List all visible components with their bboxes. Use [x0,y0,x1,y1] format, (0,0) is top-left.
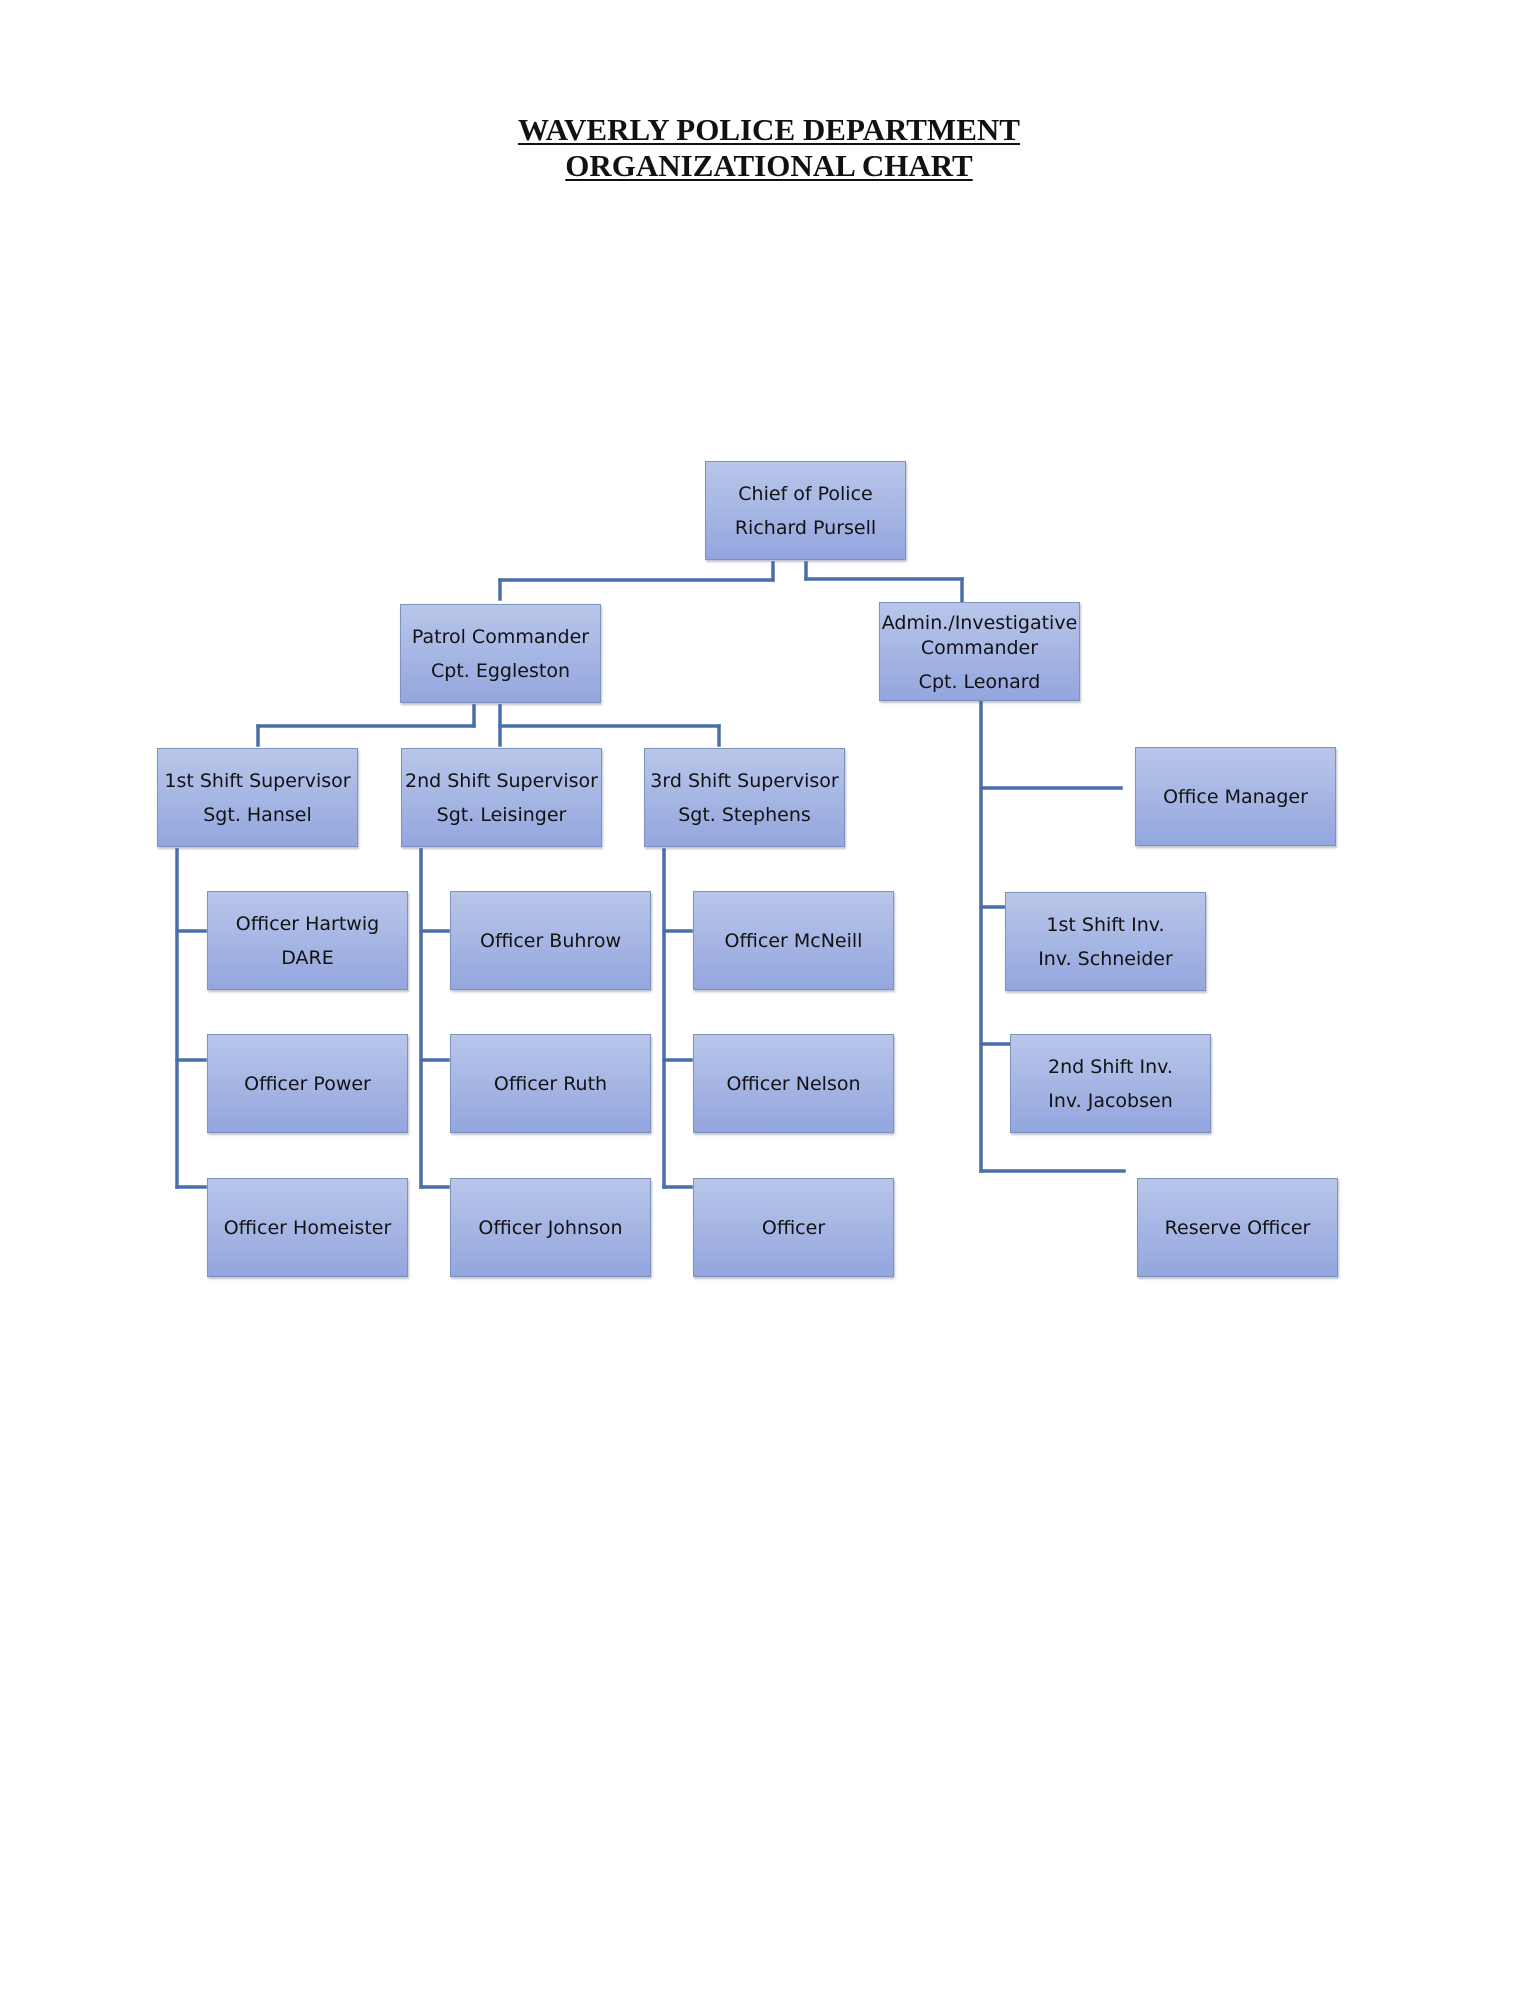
node-role: Office Manager [1163,785,1308,808]
node-office-manager: Office Manager [1135,747,1336,846]
node-officer-hartwig: Officer Hartwig DARE [207,891,408,990]
node-1st-shift-supervisor: 1st Shift Supervisor Sgt. Hansel [157,748,358,847]
node-person: Sgt. Leisinger [436,803,567,826]
node-officer-vacant: Officer [693,1178,894,1277]
chart-title-line-2: ORGANIZATIONAL CHART [565,148,973,183]
node-officer-homeister: Officer Homeister [207,1178,408,1277]
node-patrol-commander: Patrol Commander Cpt. Eggleston [400,604,601,703]
node-person: Inv. Jacobsen [1048,1089,1173,1112]
node-role: Officer Nelson [726,1072,861,1095]
node-officer-johnson: Officer Johnson [450,1178,651,1277]
node-admin-investigative-commander: Admin./Investigative Commander Cpt. Leon… [879,602,1080,701]
node-role: 2nd Shift Supervisor [405,769,598,792]
node-role: 1st Shift Inv. [1046,913,1165,936]
node-1st-shift-investigator: 1st Shift Inv. Inv. Schneider [1005,892,1206,991]
node-role: Admin./Investigative Commander [882,611,1078,661]
chart-title-line-1: WAVERLY POLICE DEPARTMENT [518,112,1020,147]
node-2nd-shift-investigator: 2nd Shift Inv. Inv. Jacobsen [1010,1034,1211,1133]
node-role-line-2: Commander [920,636,1039,659]
node-role: Reserve Officer [1164,1216,1311,1239]
node-person: Cpt. Leonard [918,670,1041,693]
node-person: Sgt. Hansel [203,803,312,826]
node-role: Patrol Commander [411,625,590,648]
node-officer-nelson: Officer Nelson [693,1034,894,1133]
node-officer-buhrow: Officer Buhrow [450,891,651,990]
node-chief-of-police: Chief of Police Richard Pursell [705,461,906,560]
node-officer-mcneill: Officer McNeill [693,891,894,990]
node-role: Officer Johnson [478,1216,623,1239]
node-role: Officer Power [244,1072,371,1095]
node-assignment: DARE [281,946,334,969]
node-person: Richard Pursell [734,516,877,539]
node-role: Officer Ruth [493,1072,608,1095]
node-role: Officer McNeill [724,929,863,952]
node-role: Officer Buhrow [480,929,621,952]
node-person: Inv. Schneider [1038,947,1173,970]
node-person: Cpt. Eggleston [431,659,570,682]
node-officer-ruth: Officer Ruth [450,1034,651,1133]
node-role: Chief of Police [738,482,873,505]
node-3rd-shift-supervisor: 3rd Shift Supervisor Sgt. Stephens [644,748,845,847]
node-2nd-shift-supervisor: 2nd Shift Supervisor Sgt. Leisinger [401,748,602,847]
node-reserve-officer: Reserve Officer [1137,1178,1338,1277]
node-role: Officer Homeister [223,1216,392,1239]
node-person: Sgt. Stephens [678,803,811,826]
node-role: Officer Hartwig [235,912,380,935]
node-role: 2nd Shift Inv. [1048,1055,1173,1078]
node-role: Officer [761,1216,826,1239]
node-role: 1st Shift Supervisor [164,769,351,792]
node-role: 3rd Shift Supervisor [650,769,839,792]
node-officer-power: Officer Power [207,1034,408,1133]
node-role-line-1: Admin./Investigative [881,611,1078,634]
